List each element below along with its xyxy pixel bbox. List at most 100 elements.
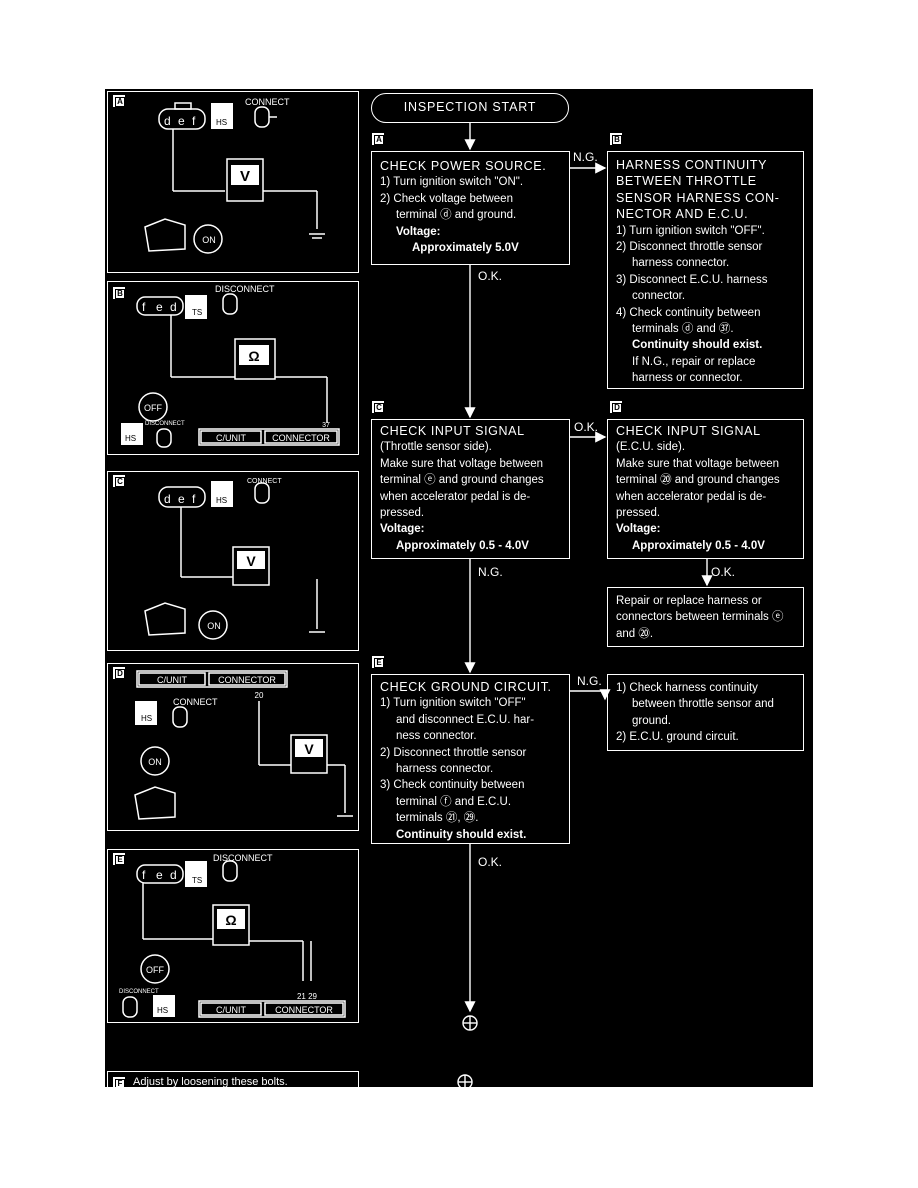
step-c-line: (Throttle sensor side). xyxy=(380,441,492,454)
step-a-line: 2) Check voltage between xyxy=(380,192,513,205)
diagram-d-art: V C/UNIT CONNECTOR 20 HS CONNECT ON xyxy=(134,670,353,820)
step-c-title: CHECK INPUT SIGNAL xyxy=(380,424,525,438)
diagram-e-art: Ω f e d TS DISCONNECT OFF DISCONNECT HS … xyxy=(119,853,346,1018)
step-d-spec-value: Approximately 0.5 - 4.0V xyxy=(632,539,765,552)
step-b-line: 3) Disconnect E.C.U. harness xyxy=(616,273,768,286)
step-b-line: connector. xyxy=(632,290,686,303)
step-e-title: CHECK GROUND CIRCUIT. xyxy=(380,680,552,694)
ground-fix-line: ground. xyxy=(632,714,672,727)
repair-line: Repair or replace harness or xyxy=(616,595,762,607)
diagram-c-pin: e xyxy=(178,492,185,506)
repair-line: and ⑳. xyxy=(616,627,654,640)
repair-line: connectors between terminals ⓔ xyxy=(616,611,784,624)
diagram-c-tag: C xyxy=(113,475,125,487)
step-c-line: terminal ⓔ and ground changes xyxy=(380,474,544,487)
diagram-e-action: DISCONNECT xyxy=(213,853,273,863)
diagram-b-sensor2: HS xyxy=(125,434,136,443)
diagram-b-sensor: TS xyxy=(192,308,202,317)
step-d-line: pressed. xyxy=(616,507,661,520)
ground-fix-line: 1) Check harness continuity xyxy=(616,682,758,694)
step-c-spec-value: Approximately 0.5 - 4.0V xyxy=(396,539,529,552)
step-d-tag: D xyxy=(610,401,622,413)
step-a-box: CHECK POWER SOURCE. 1) Turn ignition swi… xyxy=(371,151,570,265)
step-b-tag: B xyxy=(610,133,622,145)
flow-label-ok-d: O.K. xyxy=(711,565,736,579)
step-e-line: terminals ㉑, ㉙. xyxy=(396,812,479,825)
diagram-a-action: CONNECT xyxy=(245,97,290,107)
diagram-b-pin-number: 37 xyxy=(322,422,330,429)
diagram-b-action: DISCONNECT xyxy=(215,284,275,294)
diagram-b-pin: e xyxy=(156,300,163,314)
flow-label-ng-e: N.G. xyxy=(577,674,602,688)
diagram-panel-f xyxy=(107,1071,359,1087)
flow-label-ok-a: O.K. xyxy=(478,269,503,283)
ground-fix-line: between throttle sensor and xyxy=(632,698,774,711)
ground-fix-box: 1) Check harness continuity between thro… xyxy=(607,674,804,751)
step-d-title: CHECK INPUT SIGNAL xyxy=(616,424,761,438)
diagram-b-pin: f xyxy=(142,300,146,314)
step-b-line: 2) Disconnect throttle sensor xyxy=(616,241,763,254)
step-d-box: CHECK INPUT SIGNAL (E.C.U. side). Make s… xyxy=(607,419,804,559)
step-e-box: CHECK GROUND CIRCUIT. 1) Turn ignition s… xyxy=(371,674,570,844)
step-c-tag: C xyxy=(372,401,384,413)
service-manual-page: A B C D E F Adjust by loosening these bo… xyxy=(105,89,813,1087)
diagram-a-pin: e xyxy=(178,114,185,128)
diagram-e-pin: d xyxy=(170,868,177,882)
step-b-extra: If N.G., repair or replace xyxy=(632,355,756,368)
flow-label-ng-a: N.G. xyxy=(573,150,598,164)
step-a-line: terminal ⓓ and ground. xyxy=(396,209,517,222)
step-e-line: and disconnect E.C.U. har- xyxy=(396,713,535,726)
diagram-a-tag: A xyxy=(113,95,125,107)
diagram-panel-c xyxy=(107,471,359,651)
step-b-line: terminals ⓓ and ㊲. xyxy=(632,323,734,336)
diagram-e-sensor: TS xyxy=(192,876,202,885)
diagram-e-pin-numbers: 21 29 xyxy=(297,992,318,1001)
diagram-b-pin: d xyxy=(170,300,177,314)
diagram-e-pin: f xyxy=(142,868,146,882)
step-e-line: ness connector. xyxy=(396,730,477,743)
diagram-a-pin: d xyxy=(164,114,171,128)
step-c-line: Make sure that voltage between xyxy=(380,457,544,470)
diagram-e-meter: Ω xyxy=(225,912,236,928)
diagram-a-sensor: HS xyxy=(216,118,227,127)
step-e-line: harness connector. xyxy=(396,763,494,776)
diagram-a-pin: f xyxy=(192,114,196,128)
diagram-d-switch: ON xyxy=(148,757,162,767)
diagram-panel-b xyxy=(107,281,359,455)
step-b-title-line: HARNESS CONTINUITY xyxy=(616,158,768,172)
step-d-line: (E.C.U. side). xyxy=(616,441,686,454)
diagram-b-switch: OFF xyxy=(144,403,162,413)
step-c-box: CHECK INPUT SIGNAL (Throttle sensor side… xyxy=(371,419,570,559)
diagram-b-meter: Ω xyxy=(248,348,259,364)
step-e-tag: E xyxy=(372,656,384,668)
step-b-extra: harness or connector. xyxy=(632,372,743,385)
diagram-c-sensor: HS xyxy=(216,496,227,505)
diagram-c-pin: f xyxy=(192,492,196,506)
diagram-b-art: Ω f e d TS DISCONNECT OFF DISCONNECT HS … xyxy=(121,284,340,448)
diagram-d-connector: CONNECTOR xyxy=(218,675,276,685)
step-e-line: 3) Check continuity between xyxy=(380,779,525,792)
inspection-start-terminal: INSPECTION START xyxy=(371,93,569,123)
diagram-panel-a xyxy=(107,91,359,273)
diagram-e-sensor2: HS xyxy=(157,1006,168,1015)
step-a-tag: A xyxy=(372,133,384,145)
step-b-title-line: NECTOR AND E.C.U. xyxy=(616,207,749,222)
diagram-d-sensor: HS xyxy=(141,714,152,723)
diagram-b-cunit: C/UNIT xyxy=(216,433,246,443)
diagram-b-action2: DISCONNECT xyxy=(145,421,185,427)
diagram-a-meter: V xyxy=(240,168,250,185)
repair-box: Repair or replace harness or connectors … xyxy=(607,587,804,647)
diagram-d-pin-number: 20 xyxy=(255,691,264,700)
step-e-bold: Continuity should exist. xyxy=(396,828,527,841)
flow-connectors xyxy=(457,123,713,1087)
step-a-title: CHECK POWER SOURCE. xyxy=(380,159,547,173)
step-a-line: 1) Turn ignition switch "ON". xyxy=(380,176,524,189)
step-b-line: 4) Check continuity between xyxy=(616,306,761,319)
step-c-line: pressed. xyxy=(380,507,425,520)
step-b-line: harness connector. xyxy=(632,257,730,270)
diagram-c-pin: d xyxy=(164,492,171,506)
step-c-line: when accelerator pedal is de- xyxy=(380,490,531,503)
step-c-spec-label: Voltage: xyxy=(380,523,425,536)
step-e-line: 2) Disconnect throttle sensor xyxy=(380,746,527,759)
ground-fix-line: 2) E.C.U. ground circuit. xyxy=(616,731,739,744)
